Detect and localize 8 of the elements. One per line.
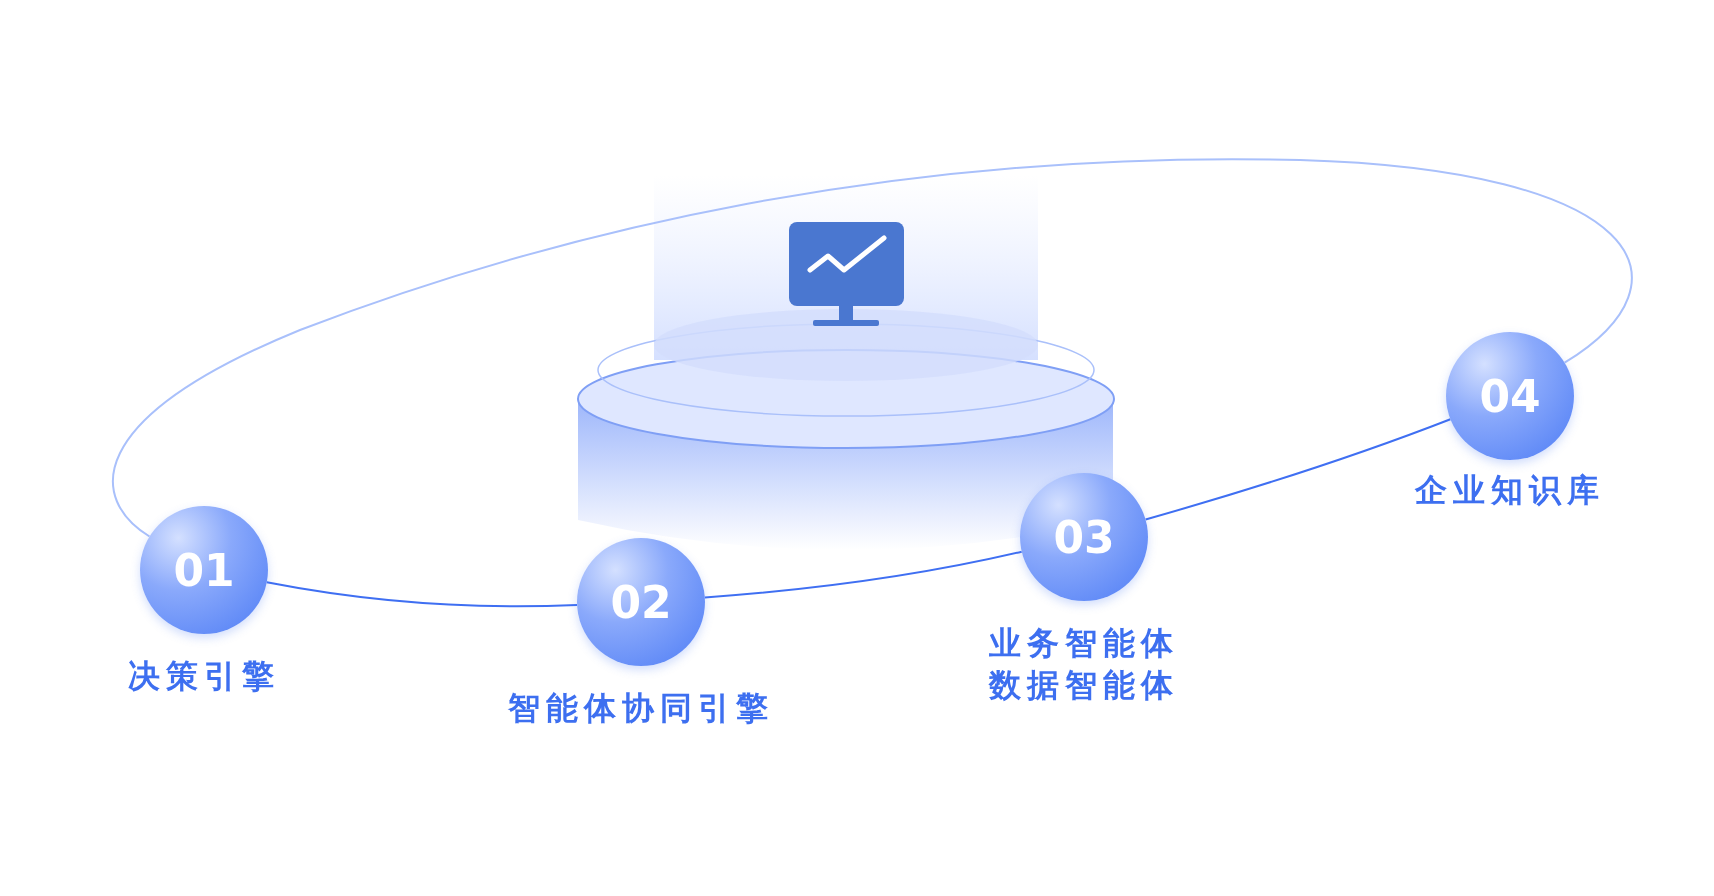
- step-label: 企业知识库: [1415, 470, 1605, 511]
- step-label: 业务智能体 数据智能体: [989, 623, 1179, 706]
- orbit-line: [265, 581, 579, 608]
- step-label: 决策引擎: [128, 656, 280, 697]
- orbit-line: [703, 550, 1023, 599]
- step-label: 智能体协同引擎: [508, 688, 774, 729]
- orbit-line: [112, 158, 1633, 538]
- orbit-line: [1144, 418, 1452, 521]
